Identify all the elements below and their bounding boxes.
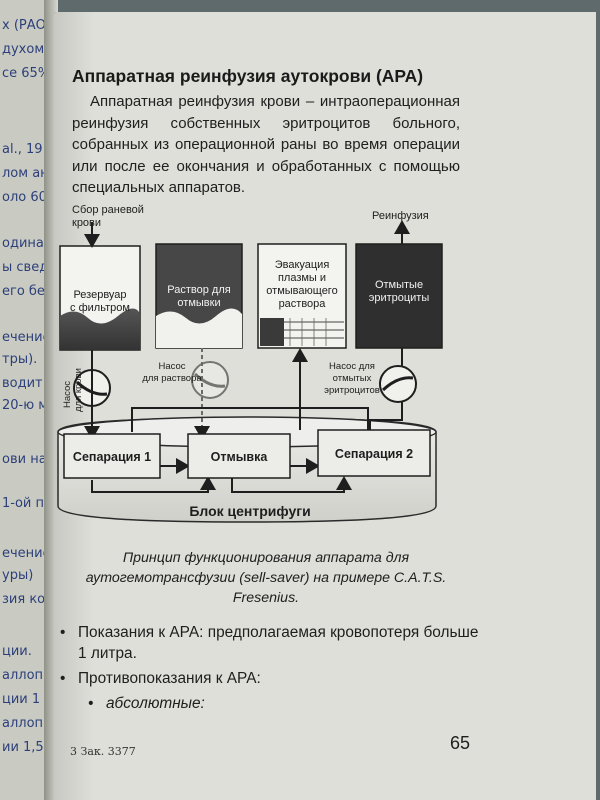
left-page-fragment: 1-ой по <box>2 496 48 511</box>
figure-caption: Принцип функционирования аппарата для ау… <box>85 550 447 606</box>
washed-rbc-box <box>355 243 443 349</box>
wash-solution-label-1: Раствор для <box>167 284 230 296</box>
bullet-text: Показания к АРА: предполагаемая кровопот… <box>78 624 479 662</box>
bullet-text: Противопоказания к АРА: <box>78 670 261 687</box>
left-page-fragment: al., 19 <box>2 142 43 157</box>
left-page-fragment: ечение <box>2 546 48 561</box>
pump-blood-label-1: Насос <box>62 381 73 408</box>
stage-separation1-label: Сепарация 1 <box>73 450 151 464</box>
left-page-fragment: лом анк <box>2 166 48 181</box>
left-page-fragment: тры). <box>2 352 38 367</box>
section-heading: Аппаратная реинфузия аутокрови (АРА) <box>72 66 424 86</box>
evacuation-box <box>257 243 347 349</box>
stage-separation2 <box>317 429 431 477</box>
label-reinfusion: Реинфузия <box>372 210 429 222</box>
evacuation-label-4: раствора <box>279 298 327 310</box>
left-page-fragment: аллоп <box>2 716 44 731</box>
left-page-fragment: ови на <box>2 452 47 467</box>
intro-paragraph: Аппаратная реинфузия крови – интраоперац… <box>72 93 460 196</box>
reservoir-label-2: с фильтром <box>70 302 130 314</box>
pump-washed-label-1: Насос для <box>329 361 375 372</box>
bullet-indications: • Показания к АРА: предполагаемая кровоп… <box>60 622 480 664</box>
centrifuge-label: Блок центрифуги <box>189 503 310 519</box>
wash-solution-label-2: отмывки <box>177 297 220 309</box>
left-page-fragment: ции 1 <box>2 692 41 707</box>
stage-separation2-label: Сепарация 2 <box>335 447 413 461</box>
pump-blood-label-2: для крови <box>73 368 84 412</box>
left-page-fragment: его бел <box>2 284 48 299</box>
page-number: 65 <box>450 733 471 753</box>
left-page-fragment: духом, <box>2 42 48 57</box>
left-page-fragment: оло 60- <box>2 190 48 205</box>
pump-solution-label-2: для раствора <box>142 373 202 384</box>
sub-bullet-absolute: • абсолютные: <box>60 693 480 714</box>
washed-pump-icon <box>379 365 417 403</box>
left-page-fragment: аллоп <box>2 668 44 683</box>
left-page-fragment: ии 1,5 <box>2 740 44 755</box>
book-page <box>54 12 596 800</box>
left-page-fragment: уры) <box>2 568 34 583</box>
washed-rbc-label-2: эритроциты <box>369 292 430 304</box>
bullet-marker: • <box>88 695 94 712</box>
left-page-fragment: водит <box>2 376 43 391</box>
left-page-fragment: одина <box>2 236 44 251</box>
label-collect-2: крови <box>72 217 101 229</box>
flow-lines <box>84 220 410 493</box>
reservoir-label-1: Резервуар <box>73 289 126 301</box>
left-page-fragment: х (РАО <box>2 18 46 33</box>
pump-washed-label-3: эритроцитов <box>324 385 380 396</box>
left-page-fragment: 20-ю ми <box>2 398 48 413</box>
left-page-fragment: зия кол <box>2 592 48 607</box>
evacuation-label-2: плазмы и <box>278 272 326 284</box>
bullet-list: • Показания к АРА: предполагаемая кровоп… <box>60 622 480 718</box>
stage-separation1 <box>63 433 161 479</box>
left-page-fragment: ечение <box>2 330 48 345</box>
sub-bullet-text: абсолютные: <box>106 695 205 712</box>
label-collect-1: Сбор раневой <box>72 204 144 216</box>
bullet-marker: • <box>60 670 66 687</box>
evacuation-label-3: отмывающего <box>266 285 337 297</box>
stage-washing-label: Отмывка <box>211 450 269 464</box>
washed-rbc-label-1: Отмытые <box>375 279 423 291</box>
bullet-marker: • <box>60 624 66 641</box>
reservoir-box <box>59 245 141 351</box>
left-page: х (РАО духом, се 65% al., 19 лом анк оло 60- о… <box>0 0 48 800</box>
pump-solution-label-1: Насос <box>158 361 185 372</box>
printer-mark: 3 Зак. 3377 <box>70 745 136 758</box>
left-page-fragment: ции. <box>2 644 32 659</box>
left-page-fragment: ы свед <box>2 260 48 275</box>
pump-washed-label-2: отмытых <box>333 373 372 384</box>
bullet-contraindications: • Противопоказания к АРА: <box>60 668 480 689</box>
evacuation-label-1: Эвакуация <box>275 259 330 271</box>
stage-washing <box>187 433 291 479</box>
left-page-fragment: се 65% <box>2 66 48 81</box>
wash-solution-box <box>155 243 243 349</box>
